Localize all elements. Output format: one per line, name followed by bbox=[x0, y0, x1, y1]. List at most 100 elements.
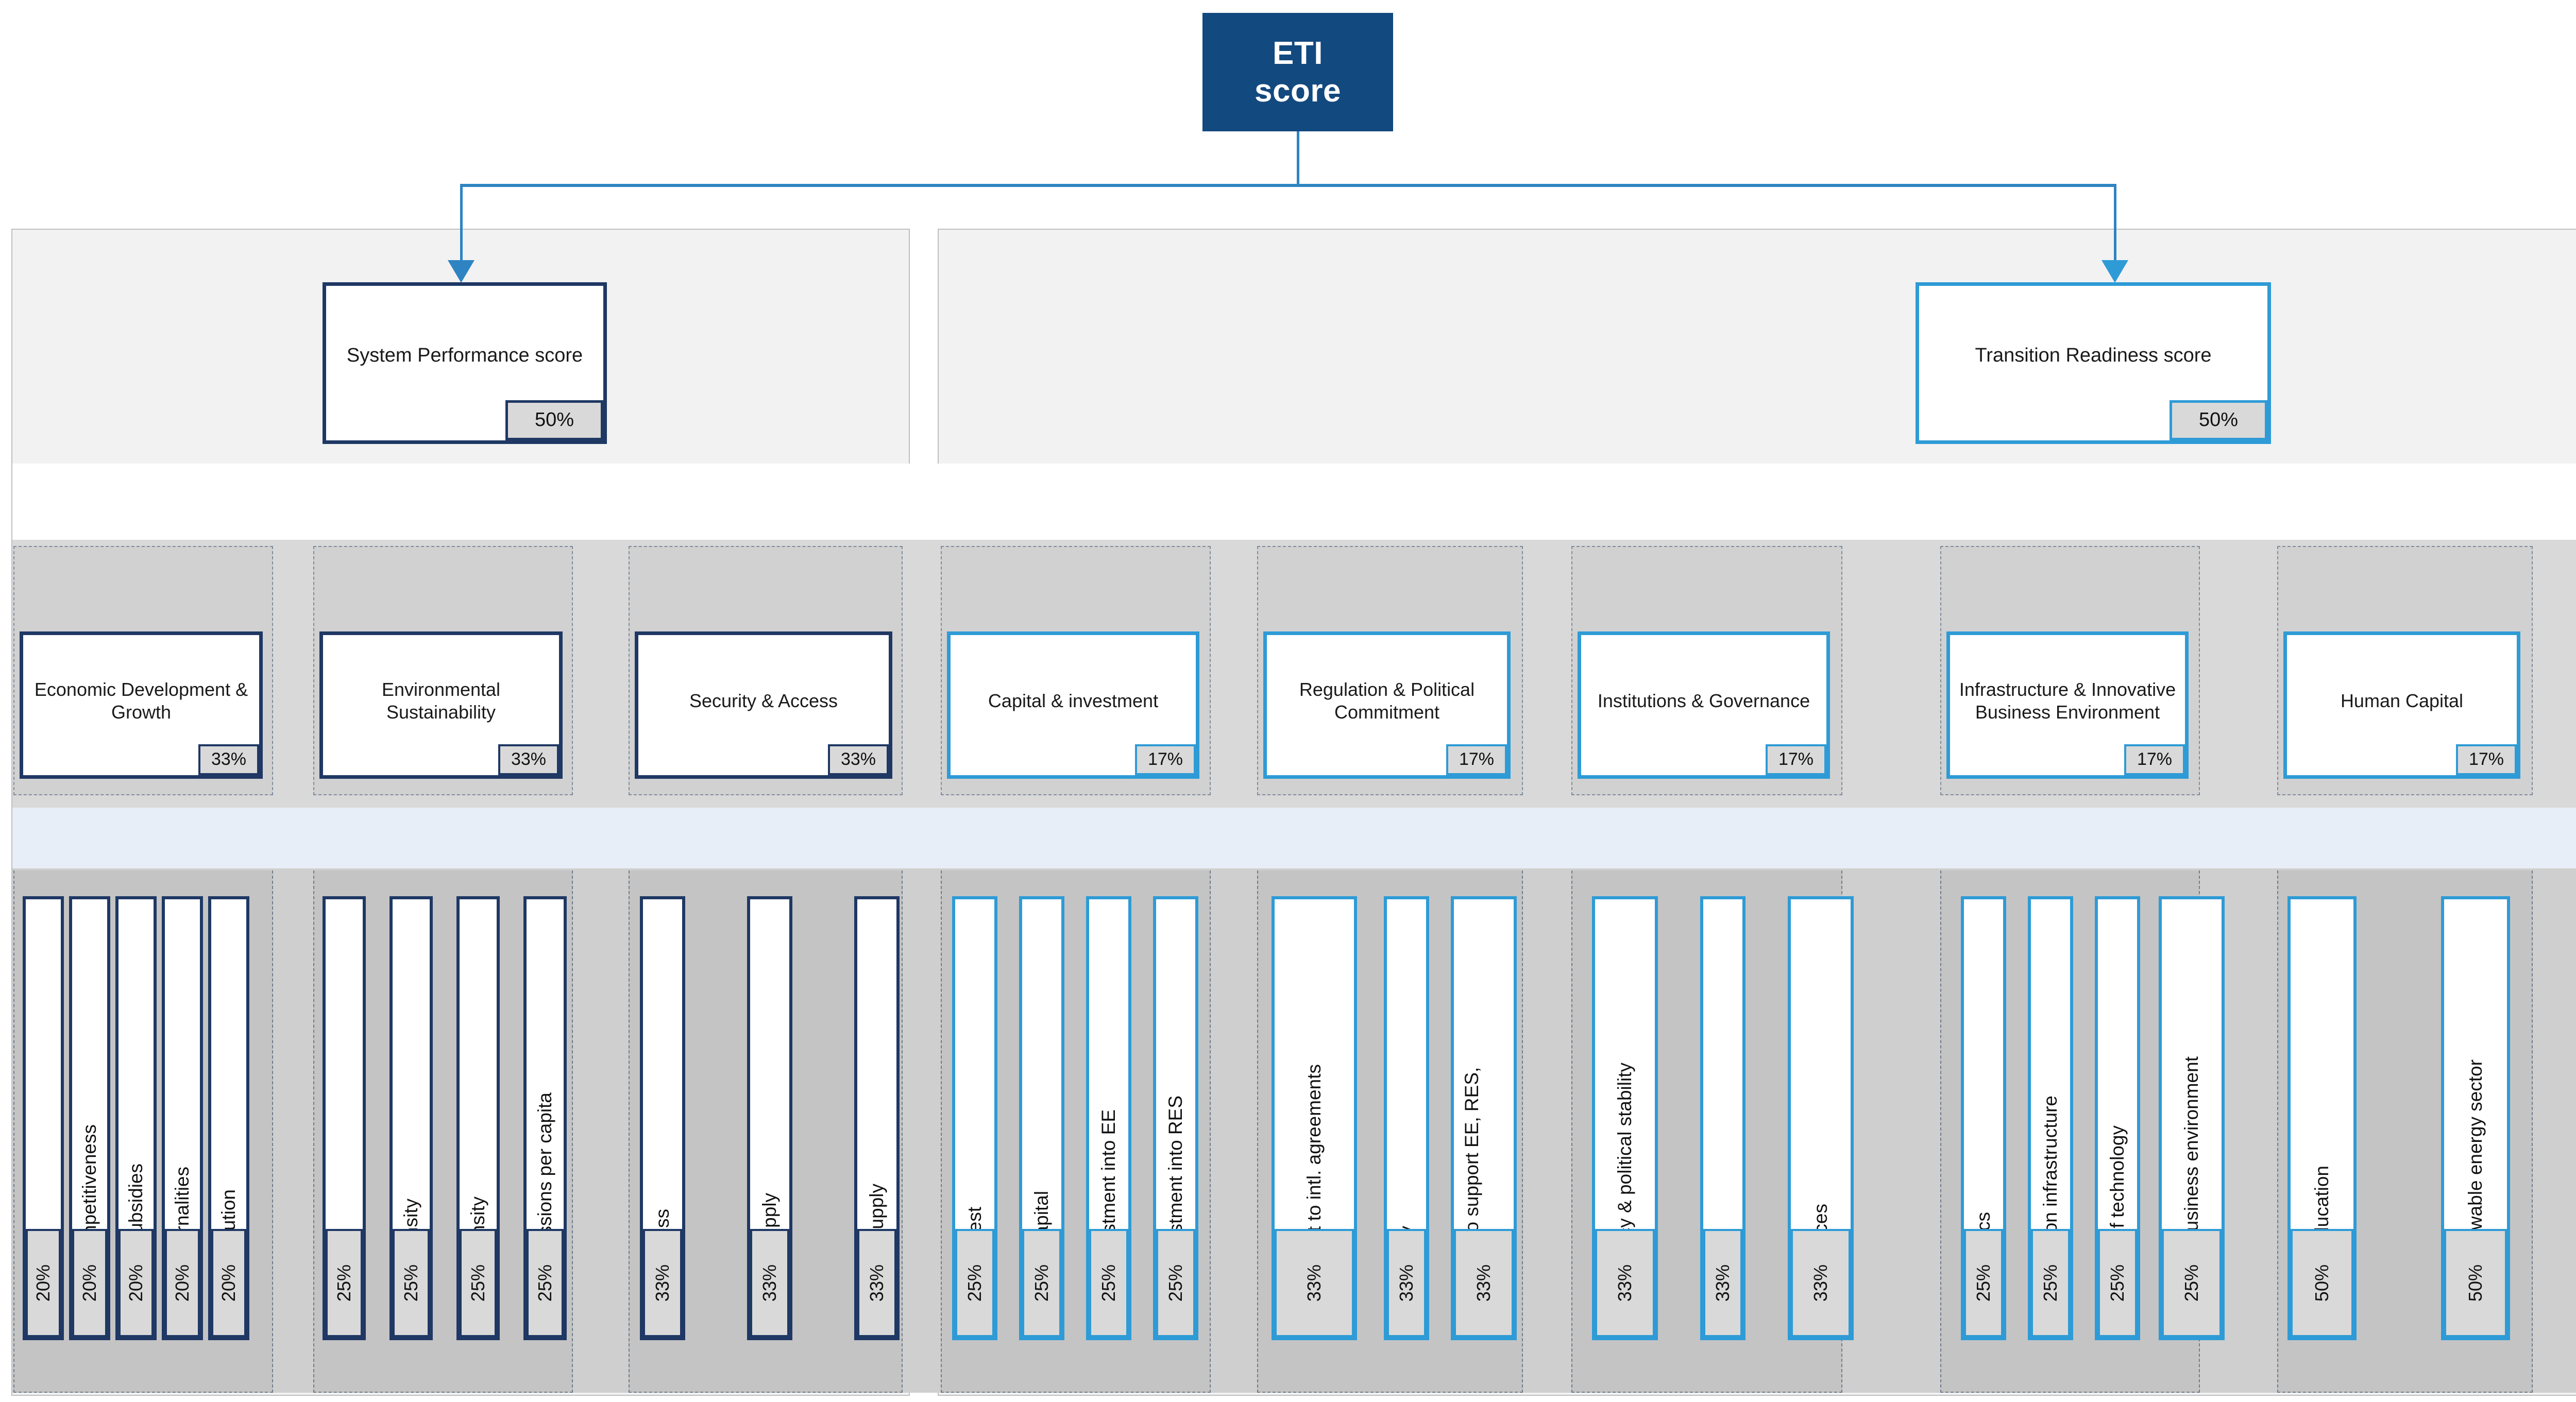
eti-score-line2: score bbox=[1255, 73, 1341, 109]
indicator-weight-text: 25% bbox=[1031, 1264, 1052, 1302]
indicator-weight-text: 33% bbox=[759, 1264, 780, 1302]
connector-right-vertical bbox=[2114, 184, 2116, 271]
indicator-weight-badge: 25% bbox=[2031, 1229, 2070, 1337]
indicator-weight-text: 25% bbox=[964, 1264, 985, 1302]
pillar-column-capital-investment bbox=[941, 546, 1211, 795]
indicator-weight-badge: 33% bbox=[750, 1229, 789, 1337]
indicator-weight-text: 33% bbox=[1303, 1264, 1325, 1302]
indicator-weight-badge: 20% bbox=[165, 1229, 200, 1337]
indicator-weight-badge: 25% bbox=[326, 1229, 363, 1337]
pillar-label-security-access: Security & Access bbox=[689, 690, 838, 712]
system-performance-score-node[interactable]: System Performance score 50% bbox=[323, 282, 607, 444]
pillar-label-human-capital: Human Capital bbox=[2340, 690, 2464, 712]
indicator-node[interactable]: Stable finances33% bbox=[1788, 896, 1854, 1340]
indicator-node[interactable]: GDP contribution20% bbox=[208, 896, 249, 1340]
indicator-weight-text: 25% bbox=[534, 1264, 555, 1302]
pillar-node-economic-development-growth[interactable]: Economic Development & Growth 33% bbox=[20, 631, 263, 779]
pillar-weight-badge-institutions-governance: 17% bbox=[1766, 744, 1826, 775]
pillar-column-infrastructure-innovative-business-environment bbox=[1940, 546, 2200, 795]
indicator-node[interactable]: Energy access33% bbox=[640, 896, 685, 1340]
indicator-node[interactable]: Energy intensity25% bbox=[389, 896, 433, 1340]
pillar-weight-badge-security-access: 33% bbox=[828, 744, 889, 775]
indicator-node[interactable]: Ability to invest25% bbox=[952, 896, 997, 1340]
indicator-weight-text: 25% bbox=[467, 1264, 488, 1302]
transition-readiness-score-node[interactable]: Transition Readiness score 50% bbox=[1916, 282, 2271, 444]
pillar-node-infrastructure-innovative-business-environment[interactable]: Infrastructure & Innovative Business Env… bbox=[1946, 631, 2189, 779]
indicator-weight-text: 33% bbox=[1473, 1264, 1494, 1302]
eti-score-node[interactable]: ETI score bbox=[1202, 13, 1393, 131]
pillar-label-capital-investment: Capital & investment bbox=[988, 690, 1159, 712]
indicator-weight-text: 20% bbox=[218, 1264, 239, 1302]
indicator-node[interactable]: Carbon intensity25% bbox=[456, 896, 500, 1340]
pillar-column-economic-development-growth bbox=[13, 546, 273, 795]
indicator-weight-badge: 20% bbox=[26, 1229, 61, 1337]
pillar-column-human-capital bbox=[2277, 546, 2533, 795]
indicator-weight-badge: 33% bbox=[1454, 1229, 1514, 1337]
indicator-weight-badge: 25% bbox=[527, 1229, 564, 1337]
indicator-weight-badge: 20% bbox=[72, 1229, 107, 1337]
indicator-weight-text: 33% bbox=[1712, 1264, 1733, 1302]
pillar-label-regulation-political-commitment: Regulation & Political Commitment bbox=[1299, 679, 1475, 723]
spacer-band bbox=[12, 464, 2576, 540]
indicator-weight-text: 25% bbox=[333, 1264, 354, 1302]
pillar-label-economic-development-growth: Economic Development & Growth bbox=[34, 679, 248, 723]
pillar-label-infrastructure-innovative-business-environment: Infrastructure & Innovative Business Env… bbox=[1959, 679, 2176, 723]
pillar-column-institutions-governance bbox=[1571, 546, 1842, 795]
pillar-node-capital-investment[interactable]: Capital & investment 17% bbox=[947, 631, 1199, 779]
indicator-node[interactable]: Rule of Law33% bbox=[1700, 896, 1745, 1340]
indicator-node[interactable]: Trade logistics25% bbox=[1961, 896, 2006, 1340]
system-performance-weight-badge: 50% bbox=[505, 400, 603, 440]
indicator-weight-badge: 33% bbox=[1703, 1229, 1742, 1337]
pillar-weight-badge-capital-investment: 17% bbox=[1135, 744, 1196, 775]
indicator-weight-badge: 20% bbox=[211, 1229, 246, 1337]
connector-horizontal bbox=[460, 184, 2116, 187]
indicator-node[interactable]: Affordability20% bbox=[23, 896, 64, 1340]
pillar-node-institutions-governance[interactable]: Institutions & Governance 17% bbox=[1578, 631, 1830, 779]
indicator-node[interactable]: Stable policy33% bbox=[1384, 896, 1429, 1340]
indicator-weight-text: 25% bbox=[2107, 1264, 2128, 1302]
indicator-weight-text: 20% bbox=[79, 1264, 100, 1302]
pillar-node-security-access[interactable]: Security & Access 33% bbox=[635, 631, 892, 779]
indicator-weight-badge: 20% bbox=[118, 1229, 154, 1337]
indicator-weight-text: 50% bbox=[2465, 1264, 2486, 1302]
pillar-label-environmental-sustainability: Environmental Sustainability bbox=[381, 679, 501, 723]
indicator-weight-badge: 50% bbox=[2444, 1229, 2507, 1337]
pillar-label-institutions-governance: Institutions & Governance bbox=[1597, 690, 1810, 712]
indicator-weight-badge: 25% bbox=[1022, 1229, 1061, 1337]
indicator-weight-text: 33% bbox=[652, 1264, 673, 1302]
pillar-weight-badge-economic-development-growth: 33% bbox=[198, 744, 259, 775]
indicator-weight-text: 20% bbox=[32, 1264, 54, 1302]
indicator-weight-text: 25% bbox=[1165, 1264, 1186, 1302]
indicator-weight-badge: 25% bbox=[460, 1229, 497, 1337]
arrow-down-icon bbox=[2102, 260, 2128, 283]
transition-readiness-weight-badge: 50% bbox=[2170, 400, 2267, 440]
arrow-down-icon bbox=[448, 260, 474, 283]
indicator-node[interactable]: Air pollution25% bbox=[323, 896, 366, 1340]
indicator-weight-text: 33% bbox=[1396, 1264, 1417, 1302]
indicator-weight-text: 20% bbox=[125, 1264, 146, 1302]
pillar-node-human-capital[interactable]: Human Capital 17% bbox=[2283, 631, 2520, 779]
eti-score-line1: ETI bbox=[1273, 35, 1323, 71]
indicator-weight-badge: 25% bbox=[1089, 1229, 1128, 1337]
pillar-weight-badge-human-capital: 17% bbox=[2456, 744, 2517, 775]
